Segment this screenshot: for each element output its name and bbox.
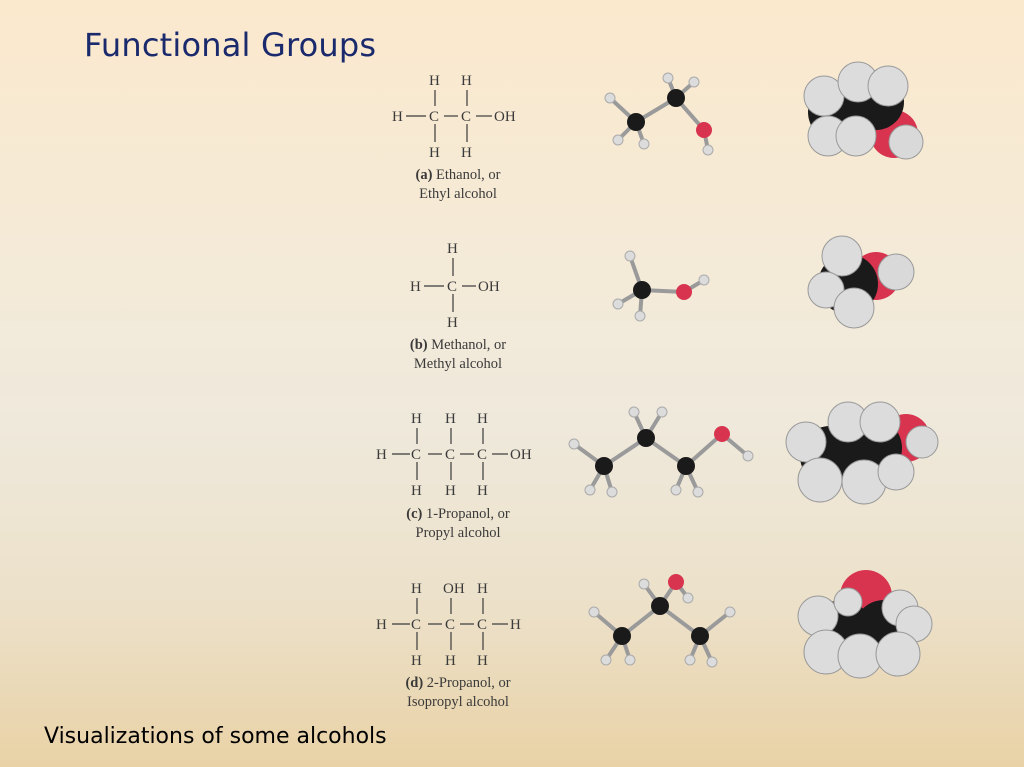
svg-text:OH: OH [494,109,516,125]
methanol-label: (b) Methanol, or Methyl alcohol [378,336,538,374]
isopropanol-letter: (d) [405,675,424,691]
svg-text:H: H [376,617,387,633]
ethanol-label: (a) Ethanol, or Ethyl alcohol [378,166,538,204]
isopropanol-label: (d) 2-Propanol, or Isopropyl alcohol [378,674,538,712]
ethanol-name: Ethanol, or [436,167,501,183]
svg-text:C: C [461,109,471,125]
svg-text:H: H [445,411,456,427]
svg-text:H: H [510,617,521,633]
propanol-structural-formula: H H H H C C C OH H H H [372,406,552,506]
methanol-name: Methanol, or [431,337,507,353]
svg-text:H: H [477,653,488,669]
propanol-space-filling [785,401,939,505]
svg-text:H: H [411,411,422,427]
svg-text:H: H [461,73,472,89]
svg-text:H: H [411,581,422,597]
isopropanol-common-name: Isopropyl alcohol [407,694,509,710]
svg-text:OH: OH [478,279,500,295]
svg-text:H: H [477,411,488,427]
methanol-structural-formula: H H C OH H [404,236,524,336]
propanol-name: 1-Propanol, or [425,506,510,522]
svg-text:H: H [447,241,458,257]
svg-text:H: H [411,483,422,499]
svg-text:C: C [447,279,457,295]
svg-text:H: H [477,581,488,597]
svg-text:C: C [477,617,487,633]
svg-text:C: C [411,447,421,463]
ethanol-space-filling [803,61,924,160]
propanol-common-name: Propyl alcohol [415,525,501,541]
isopropanol-ball-and-stick [588,574,736,668]
svg-text:H: H [461,145,472,161]
svg-text:H: H [477,483,488,499]
ethanol-common-name: Ethyl alcohol [419,186,497,202]
propanol-ball-and-stick [568,406,754,498]
ethanol-letter: (a) [415,167,433,183]
ethanol-ball-and-stick [604,72,714,156]
methanol-ball-and-stick [612,250,710,322]
svg-text:OH: OH [510,447,532,463]
slide-caption: Visualizations of some alcohols [44,724,387,749]
propanol-letter: (c) [406,506,423,522]
svg-text:C: C [445,617,455,633]
svg-text:H: H [445,653,456,669]
methanol-space-filling [807,235,915,329]
svg-text:H: H [447,315,458,331]
methanol-common-name: Methyl alcohol [413,356,503,372]
isopropanol-space-filling [797,570,933,679]
svg-text:C: C [429,109,439,125]
svg-text:H: H [429,145,440,161]
svg-text:C: C [445,447,455,463]
svg-text:C: C [411,617,421,633]
svg-text:H: H [410,279,421,295]
slide-title: Functional Groups [84,26,377,64]
ethanol-structural-formula: H H H C C OH H H [388,68,538,168]
svg-text:H: H [392,109,403,125]
isopropanol-name: 2-Propanol, or [426,675,511,691]
svg-text:C: C [477,447,487,463]
isopropanol-structural-formula: H OH H H C C C H H H H [372,576,542,676]
svg-text:H: H [411,653,422,669]
propanol-label: (c) 1-Propanol, or Propyl alcohol [378,505,538,543]
svg-text:H: H [429,73,440,89]
methanol-letter: (b) [409,337,428,353]
svg-text:H: H [445,483,456,499]
svg-text:H: H [376,447,387,463]
svg-text:OH: OH [443,581,465,597]
